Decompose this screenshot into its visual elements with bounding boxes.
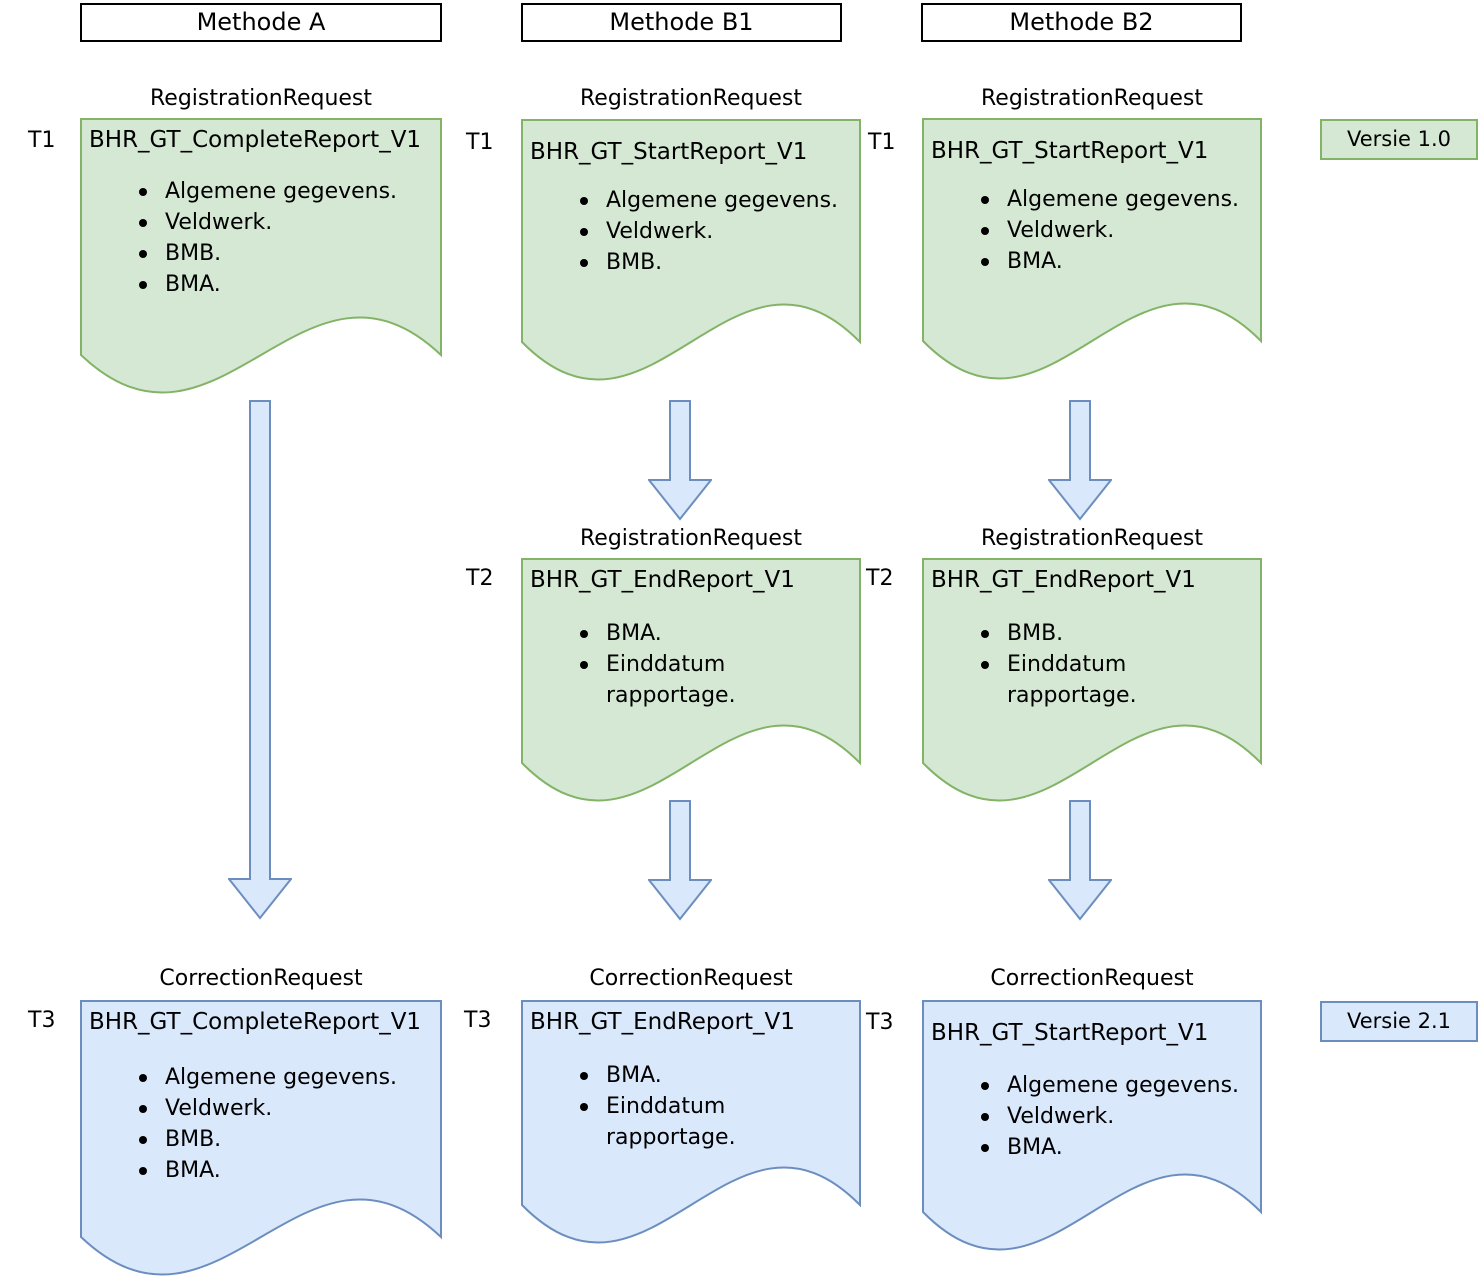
- time-label-t1: T1: [28, 128, 56, 153]
- request-title: CorrectionRequest: [990, 966, 1194, 991]
- bullet-item: BMA.: [979, 246, 1239, 277]
- bullet-item: Veldwerk.: [979, 1101, 1239, 1132]
- bullet-item: Veldwerk.: [979, 215, 1239, 246]
- document-a-t3: BHR_GT_CompleteReport_V1 Algemene gegeve…: [80, 1000, 442, 1282]
- bullet-item: BMA.: [137, 269, 397, 300]
- document-bullet-list: BMA. Einddatum rapportage.: [578, 1060, 786, 1153]
- version-badge-2-1: Versie 2.1: [1320, 1001, 1478, 1042]
- column-header-methode-b1: Methode B1: [521, 3, 842, 42]
- down-arrow-methode-a: [228, 400, 292, 920]
- time-label-t1: T1: [868, 130, 896, 155]
- request-title: RegistrationRequest: [149, 86, 373, 111]
- document-b2-t1: BHR_GT_StartReport_V1 Algemene gegevens.…: [922, 118, 1262, 386]
- document-bullet-list: Algemene gegevens. Veldwerk. BMA.: [979, 1070, 1239, 1163]
- request-title: RegistrationRequest: [579, 86, 803, 111]
- document-heading: BHR_GT_EndReport_V1: [530, 1009, 795, 1035]
- document-shape-outline: [521, 558, 861, 802]
- document-shape-outline: [80, 118, 442, 394]
- document-b1-t2: BHR_GT_EndReport_V1 BMA. Einddatum rappo…: [521, 558, 861, 808]
- bullet-item: Veldwerk.: [137, 1093, 397, 1124]
- bullet-item: BMB.: [578, 247, 838, 278]
- time-label-t3: T3: [28, 1008, 56, 1033]
- document-bullet-list: Algemene gegevens. Veldwerk. BMB. BMA.: [137, 176, 397, 300]
- bullet-item: Einddatum rapportage.: [578, 1091, 786, 1153]
- request-title: CorrectionRequest: [159, 966, 363, 991]
- time-label-t2: T2: [466, 566, 494, 591]
- document-shape-outline: [922, 118, 1262, 380]
- bullet-item: BMB.: [979, 618, 1187, 649]
- document-b2-t3: BHR_GT_StartReport_V1 Algemene gegevens.…: [922, 1000, 1262, 1257]
- document-shape-outline: [922, 558, 1262, 802]
- column-header-methode-b2: Methode B2: [921, 3, 1242, 42]
- bullet-item: Veldwerk.: [137, 207, 397, 238]
- bullet-item: Einddatum rapportage.: [979, 649, 1187, 711]
- document-heading: BHR_GT_CompleteReport_V1: [89, 1009, 422, 1035]
- bullet-item: BMB.: [137, 238, 397, 269]
- time-label-t1: T1: [466, 130, 494, 155]
- document-a-t1: BHR_GT_CompleteReport_V1 Algemene gegeve…: [80, 118, 442, 400]
- down-arrow-methode-b2-t2-t3: [1048, 800, 1112, 921]
- version-badge-1-0: Versie 1.0: [1320, 119, 1478, 160]
- column-header-methode-a: Methode A: [80, 3, 442, 42]
- request-title: CorrectionRequest: [589, 966, 793, 991]
- down-arrow-methode-b1-t1-t2: [648, 400, 712, 521]
- bullet-item: BMB.: [137, 1124, 397, 1155]
- document-heading: BHR_GT_EndReport_V1: [931, 567, 1196, 593]
- time-label-t2: T2: [866, 566, 894, 591]
- document-heading: BHR_GT_StartReport_V1: [931, 138, 1209, 164]
- bullet-item: BMA.: [578, 1060, 786, 1091]
- bullet-item: Algemene gegevens.: [578, 185, 838, 216]
- document-bullet-list: Algemene gegevens. Veldwerk. BMA.: [979, 184, 1239, 277]
- bullet-item: BMA.: [979, 1132, 1239, 1163]
- document-heading: BHR_GT_EndReport_V1: [530, 567, 795, 593]
- document-b2-t2: BHR_GT_EndReport_V1 BMB. Einddatum rappo…: [922, 558, 1262, 808]
- document-bullet-list: BMA. Einddatum rapportage.: [578, 618, 786, 711]
- request-title: RegistrationRequest: [579, 526, 803, 551]
- document-b1-t3: BHR_GT_EndReport_V1 BMA. Einddatum rappo…: [521, 1000, 861, 1250]
- document-bullet-list: BMB. Einddatum rapportage.: [979, 618, 1187, 711]
- bullet-item: BMA.: [578, 618, 786, 649]
- document-heading: BHR_GT_StartReport_V1: [931, 1020, 1209, 1046]
- document-shape-outline: [922, 1000, 1262, 1251]
- document-bullet-list: Algemene gegevens. Veldwerk. BMB.: [578, 185, 838, 278]
- time-label-t3: T3: [866, 1010, 894, 1035]
- time-label-t3: T3: [464, 1008, 492, 1033]
- bullet-item: Algemene gegevens.: [137, 1062, 397, 1093]
- bullet-item: Algemene gegevens.: [979, 184, 1239, 215]
- document-heading: BHR_GT_CompleteReport_V1: [89, 127, 422, 153]
- document-shape-outline: [80, 1000, 442, 1276]
- document-heading: BHR_GT_StartReport_V1: [530, 139, 808, 165]
- down-arrow-methode-b2-t1-t2: [1048, 400, 1112, 521]
- down-arrow-methode-b1-t2-t3: [648, 800, 712, 921]
- bullet-item: Einddatum rapportage.: [578, 649, 786, 711]
- bullet-item: Algemene gegevens.: [979, 1070, 1239, 1101]
- document-shape-outline: [521, 1000, 861, 1244]
- document-b1-t1: BHR_GT_StartReport_V1 Algemene gegevens.…: [521, 119, 861, 387]
- bullet-item: Algemene gegevens.: [137, 176, 397, 207]
- request-title: RegistrationRequest: [980, 86, 1204, 111]
- request-title: RegistrationRequest: [980, 526, 1204, 551]
- document-shape-outline: [521, 119, 861, 381]
- bullet-item: BMA.: [137, 1155, 397, 1186]
- document-bullet-list: Algemene gegevens. Veldwerk. BMB. BMA.: [137, 1062, 397, 1186]
- bullet-item: Veldwerk.: [578, 216, 838, 247]
